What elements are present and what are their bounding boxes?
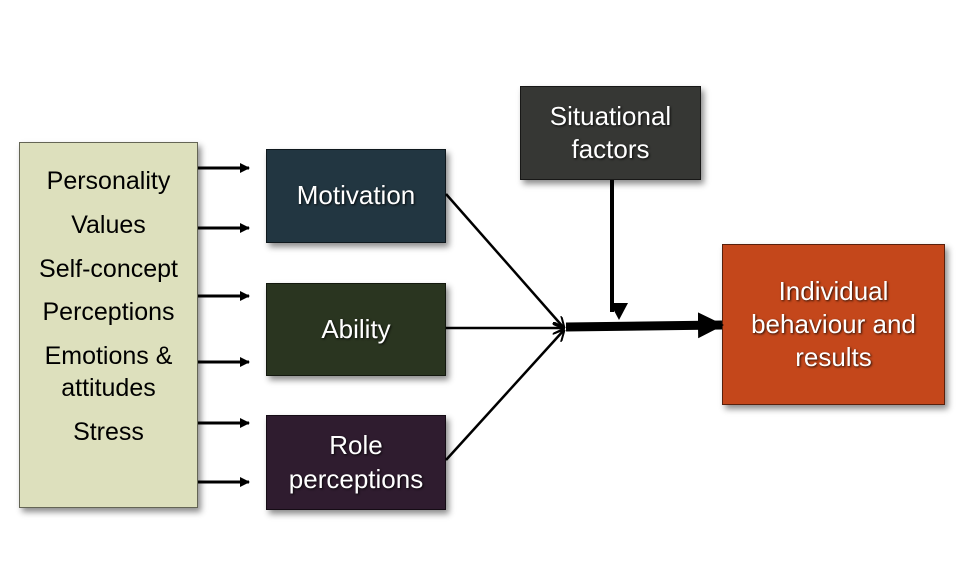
- ability-label: Ability: [321, 313, 391, 344]
- trait-personality: Personality: [46, 167, 171, 195]
- result-label-line2: behaviour and: [751, 308, 916, 339]
- individual-traits-box: Personality Values Self-concept Percepti…: [19, 142, 198, 508]
- result-label-line3: results: [795, 342, 872, 372]
- situational-factors-box: Situational factors: [520, 86, 701, 180]
- trait-perceptions: Perceptions: [42, 298, 175, 327]
- individual-behaviour-results-box: Individual behaviour and results: [722, 244, 945, 405]
- trait-emotions-line1: Emotions &: [44, 342, 173, 370]
- trait-stress: Stress: [73, 417, 144, 446]
- motivation-box: Motivation: [266, 149, 446, 243]
- arrow-role-to-junction: [445, 330, 564, 461]
- situational-label-line1: Situational: [549, 100, 672, 131]
- trait-values: Values: [71, 210, 146, 239]
- arrow-main-to-results: [565, 312, 724, 339]
- role-perceptions-box: Role perceptions: [266, 415, 446, 510]
- situational-label-line2: factors: [571, 134, 650, 164]
- role-label-line2: perceptions: [288, 463, 424, 494]
- ability-box: Ability: [266, 283, 446, 376]
- result-label-line1: Individual: [778, 275, 889, 306]
- trait-emotions-line2: attitudes: [61, 373, 156, 402]
- arrow-motivation-to-junction: [445, 193, 564, 328]
- motivation-label: Motivation: [296, 180, 416, 211]
- role-label-line1: Role: [329, 430, 383, 461]
- trait-self-concept: Self-concept: [39, 254, 178, 283]
